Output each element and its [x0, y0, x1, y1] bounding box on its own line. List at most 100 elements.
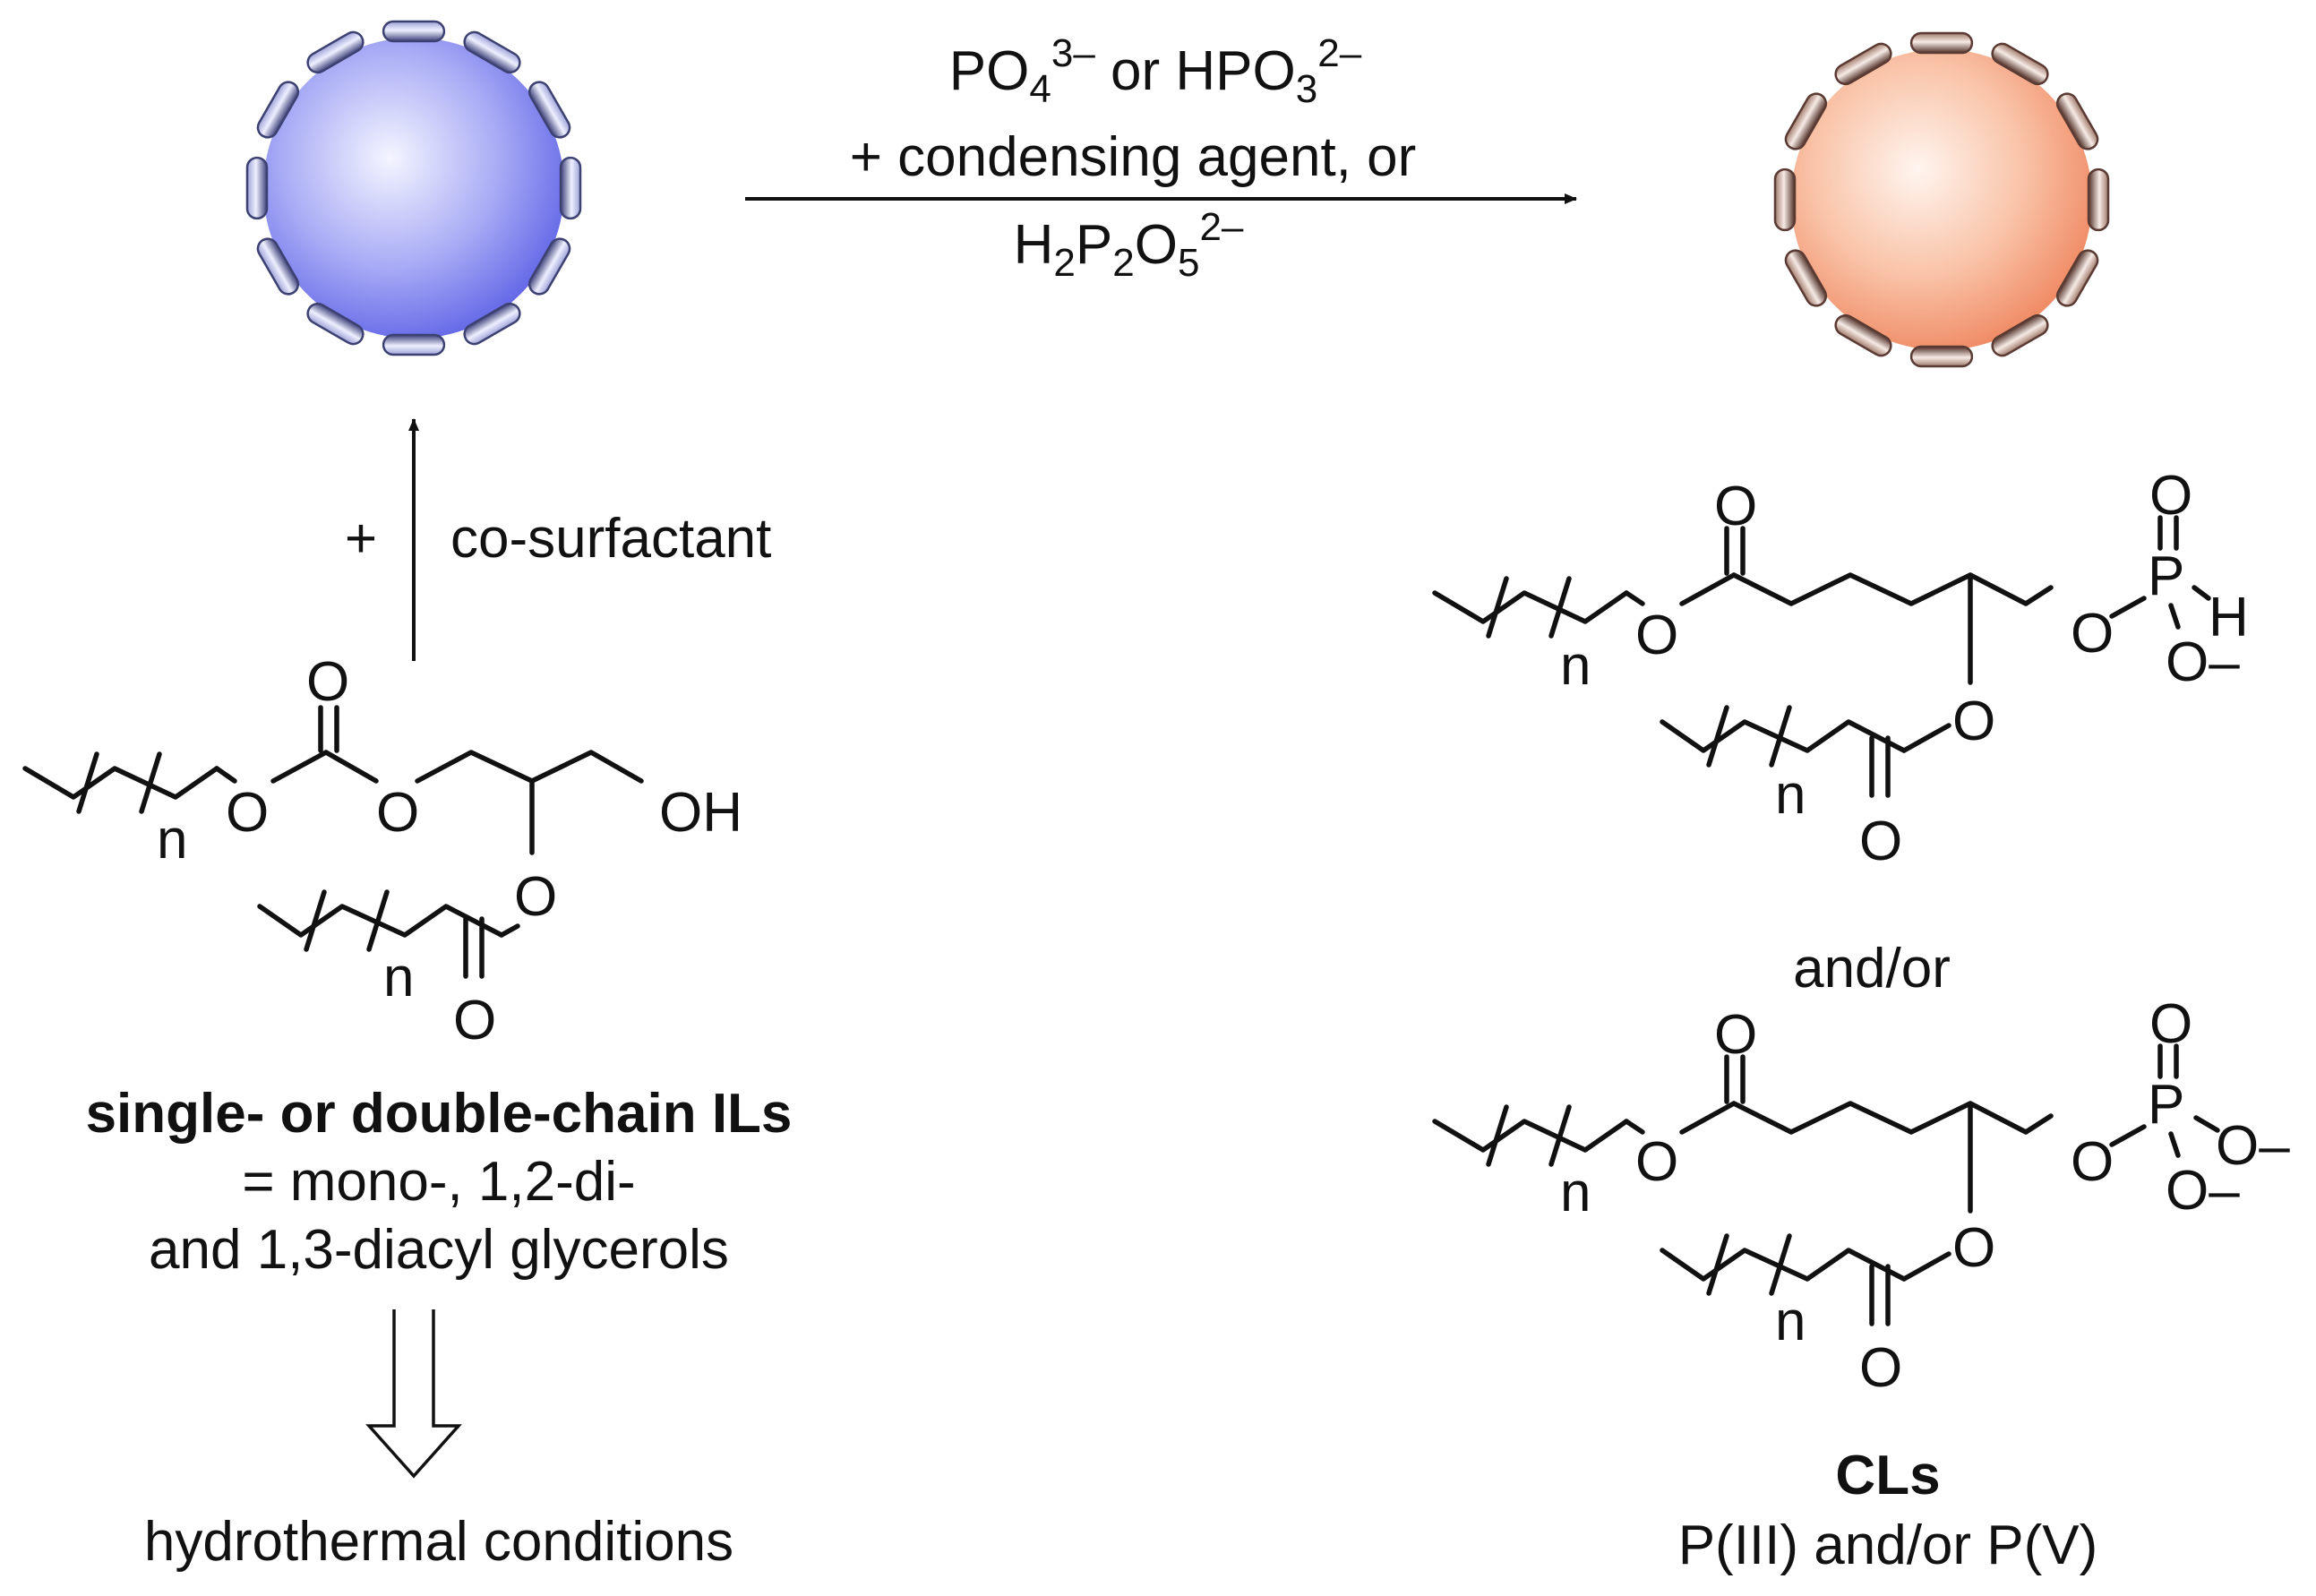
left-vesicle: [245, 20, 582, 356]
left-membrane-segment: [528, 237, 571, 296]
right-membrane-segment: [1909, 345, 1974, 368]
cl1-atom-o3: O: [1952, 691, 1995, 752]
hydrothermal-arrow: [365, 1309, 462, 1479]
right-vesicle: [1773, 31, 2110, 368]
cl1-bond-h: [2192, 585, 2211, 601]
left-caption-title: single- or double-chain ILs: [86, 1083, 793, 1145]
cl2-bond-p: [2109, 1124, 2147, 1147]
hydrothermal-label: hydrothermal conditions: [144, 1511, 733, 1573]
cl2-atom-n1: n: [1560, 1162, 1591, 1223]
left-membrane-segment: [245, 156, 269, 220]
right-membrane-segment: [2055, 249, 2099, 307]
il-chain-bracket-1a: [76, 751, 99, 814]
right-membrane-segment: [1773, 167, 1797, 232]
cl2-bracket-2a: [1706, 1233, 1729, 1296]
condition-line-2: + condensing agent, or: [850, 126, 1417, 188]
il-atom-o-carbonyl: O: [306, 651, 349, 713]
cl1-atom-p: P: [2148, 545, 2184, 607]
il-chain-bracket-2b: [366, 889, 390, 952]
il-atom-oh: OH: [659, 782, 742, 844]
cl1-bond-c1: [1679, 572, 1737, 606]
cl1-atom-o1: O: [1635, 605, 1678, 666]
right-membrane-segment: [1909, 31, 1974, 55]
cl1-bond-o1: [1624, 590, 1645, 606]
right-vesicle-membrane: [1773, 31, 2110, 368]
il-atom-o-carbonyl-2: O: [453, 990, 496, 1051]
il-bond-o4: [499, 923, 520, 938]
left-membrane-segment: [256, 81, 300, 139]
left-caption-line-2: = mono-, 1,2-di-: [242, 1151, 635, 1213]
left-molecule-il: n O O O OH O n O: [22, 651, 742, 1051]
il-chain-bracket-1b: [139, 751, 162, 814]
cl2-atom-o-minus-right: O–: [2216, 1115, 2290, 1177]
cl2-atom-o-carbonyl-2: O: [1859, 1337, 1902, 1399]
cl1-bracket-1a: [1486, 576, 1509, 639]
right-caption-line-2: P(III) and/or P(V): [1678, 1514, 2098, 1576]
left-membrane-segment: [463, 30, 521, 74]
il-atom-o3: O: [514, 866, 557, 928]
cl1-bond-p: [2109, 596, 2147, 619]
cl1-bond-o-minus: [2168, 603, 2181, 630]
cl2-bond-c1: [1679, 1101, 1737, 1135]
cl1-bond-o4: [1901, 723, 1951, 753]
cl2-bracket-1b: [1548, 1104, 1572, 1167]
cl2-bracket-2b: [1769, 1233, 1792, 1296]
left-membrane-segment: [256, 237, 300, 296]
cl1-chain-1: [1432, 590, 1629, 624]
cl1-atom-o-minus: O–: [2166, 631, 2240, 693]
left-vesicle-membrane: [245, 20, 582, 356]
cl2-backbone: [1731, 1101, 2054, 1135]
plus-sign: +: [345, 508, 377, 570]
il-bond-o1: [214, 766, 237, 784]
condition-line-1: PO43– or HPO32–: [949, 31, 1362, 111]
right-molecule-phosphonate: n O O O P O H O– O n O: [1432, 465, 2249, 872]
left-membrane-segment: [559, 156, 582, 220]
cl2-atom-o-minus-bottom: O–: [2166, 1160, 2240, 1222]
right-membrane-segment: [1784, 249, 1828, 307]
right-membrane-segment: [1991, 42, 2049, 86]
left-membrane-segment: [528, 81, 571, 139]
left-caption-line-3: and 1,3-diacyl glycerols: [149, 1219, 729, 1281]
cl1-atom-o-top: O: [2149, 465, 2192, 527]
right-membrane-segment: [1991, 313, 2049, 357]
il-bond-c2: [323, 750, 379, 784]
il-atom-n1: n: [157, 809, 187, 871]
and-or-label: and/or: [1793, 938, 1951, 1000]
cl2-bond-o-minus: [2168, 1131, 2181, 1158]
cl1-atom-n2: n: [1775, 764, 1806, 826]
cl2-bond-o4: [1901, 1251, 1951, 1282]
il-chain-2: [257, 904, 504, 938]
cl2-atom-o3: O: [1952, 1217, 1995, 1279]
cl1-atom-h: H: [2209, 587, 2249, 648]
cl2-bracket-1a: [1486, 1104, 1509, 1167]
cl1-atom-n1: n: [1560, 635, 1591, 697]
left-membrane-segment: [306, 302, 365, 346]
left-membrane-segment: [306, 30, 365, 74]
left-membrane-segment: [382, 333, 446, 356]
cl2-chain-2: [1660, 1248, 1907, 1282]
left-vesicle-core: [263, 38, 564, 339]
right-membrane-segment: [1834, 313, 1892, 357]
right-vesicle-core: [1791, 49, 2092, 350]
cosurfactant-label: co-surfactant: [450, 508, 771, 570]
cl2-atom-o2: O: [2071, 1131, 2114, 1193]
il-atom-n2: n: [383, 947, 414, 1008]
cl2-chain-1: [1432, 1119, 1629, 1153]
il-atom-o2: O: [376, 782, 419, 844]
cl1-bracket-2b: [1769, 705, 1792, 768]
cl1-atom-o2: O: [2071, 603, 2114, 665]
reaction-conditions: PO43– or HPO32– + condensing agent, or H…: [850, 31, 1417, 285]
cl2-atom-n2: n: [1775, 1291, 1806, 1352]
cl2-bond-o1: [1624, 1119, 1645, 1135]
cl2-atom-p: P: [2148, 1074, 2184, 1136]
il-chain-bracket-2a: [304, 889, 327, 952]
right-membrane-segment: [2087, 167, 2110, 232]
cl2-atom-o-top: O: [2149, 993, 2192, 1055]
cl2-atom-o-carbonyl: O: [1714, 1004, 1757, 1066]
condition-line-3: H2P2O52–: [1014, 205, 1244, 285]
il-backbone: [415, 750, 644, 784]
cl1-bracket-2a: [1706, 705, 1729, 768]
il-chain-1: [22, 766, 219, 800]
right-membrane-segment: [1784, 92, 1828, 150]
